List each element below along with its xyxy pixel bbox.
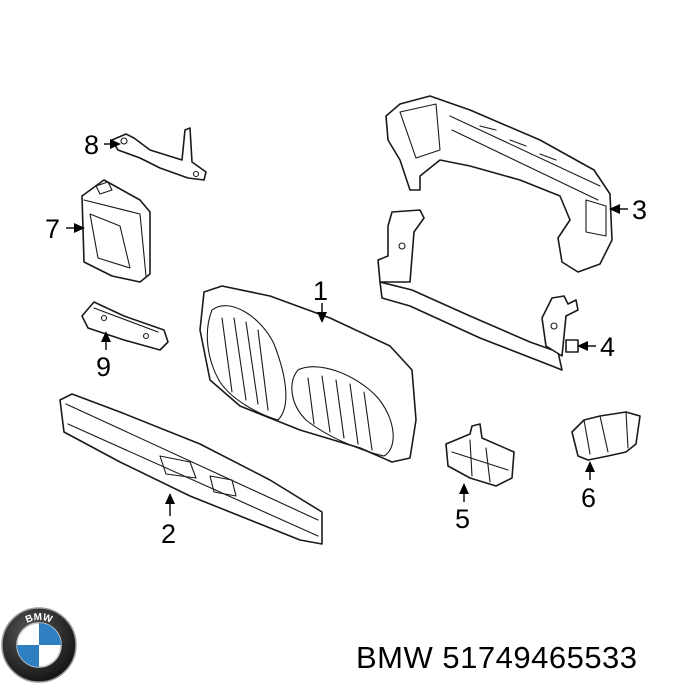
part-7-module: [81, 179, 151, 283]
part-label: BMW 51749465533: [356, 640, 638, 676]
callout-5: 5: [455, 504, 470, 534]
callout-9: 9: [96, 352, 111, 382]
part-6-duct: [571, 411, 641, 461]
callout-1: 1: [313, 276, 328, 306]
part-2-carrier: [59, 393, 323, 545]
part-number: 51749465533: [442, 640, 638, 675]
logo-lettering: BMW: [24, 612, 54, 626]
leader-lines: [66, 139, 628, 516]
callout-6: 6: [581, 483, 596, 513]
bmw-logo-icon: BMW: [1, 607, 77, 683]
part-4-pin: [565, 339, 579, 353]
part-5-bracket: [445, 423, 515, 487]
part-3-lower-frame: [377, 209, 579, 371]
part-1-grille: [199, 285, 417, 463]
callout-7: 7: [45, 214, 60, 244]
part-8-bracket: [111, 127, 207, 181]
brand-name: BMW: [356, 640, 434, 675]
callout-3: 3: [632, 195, 647, 225]
callout-8: 8: [84, 130, 99, 160]
part-9-plate: [81, 301, 169, 351]
callout-4: 4: [600, 332, 615, 362]
callout-labels: 1 2 3 4 5 6 7 8 9: [45, 130, 647, 549]
callout-2: 2: [161, 519, 176, 549]
part-3-frame: [385, 95, 613, 273]
